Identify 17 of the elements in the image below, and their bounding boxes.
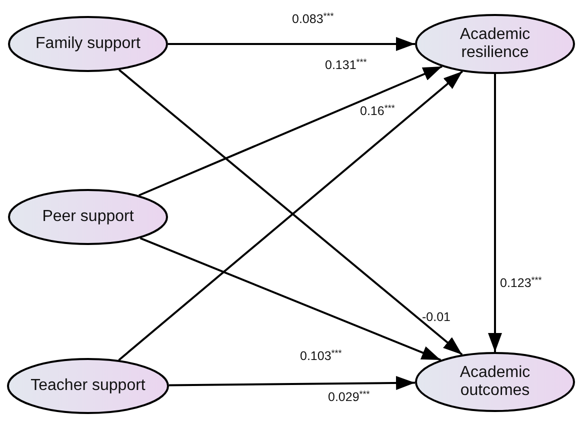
path-arrow	[488, 74, 502, 352]
edge-label: 0.123$^{***}$	[500, 276, 542, 290]
edge-label: -0.01	[422, 310, 450, 324]
variable-name: Academic resilience	[458, 26, 532, 62]
edge-label: 0.083$^{***}$	[292, 12, 334, 26]
path-arrow	[138, 66, 442, 196]
variable-name: Peer support	[42, 208, 134, 226]
path-arrow	[140, 237, 442, 361]
edge-label: 0.103$^{***}$	[300, 349, 342, 363]
edge-label: 0.029$^{***}$	[328, 390, 370, 404]
variable-name: Family support	[36, 35, 140, 53]
path-arrow	[168, 376, 416, 390]
edge-label: 0.131$^{***}$	[325, 58, 367, 72]
variable-name: Teacher support	[30, 377, 146, 395]
edge-label: 0.16$^{***}$	[360, 104, 395, 118]
variable-name: Academic outcomes	[458, 364, 532, 400]
path-arrow	[168, 37, 415, 51]
